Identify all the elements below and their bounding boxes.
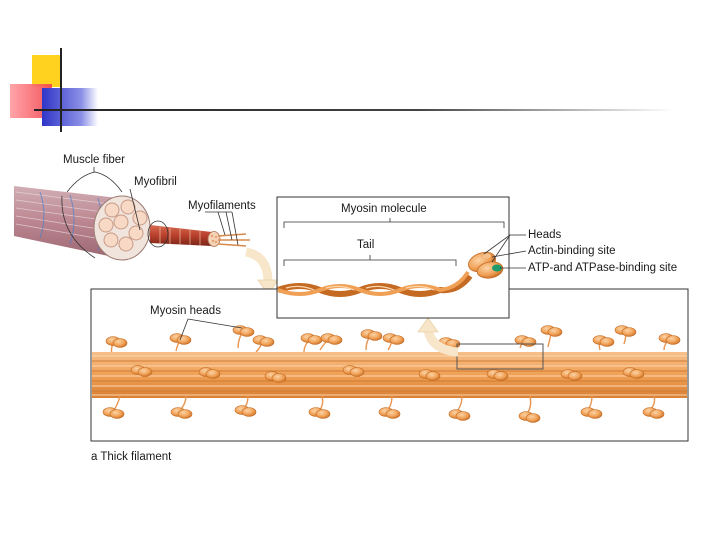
lower-myosin-heads [102, 395, 665, 423]
upper-myosin-heads [105, 325, 681, 355]
arrow-zoom-up [417, 317, 459, 357]
label-myosin-heads: Myosin heads [150, 305, 221, 317]
label-tail: Tail [357, 239, 375, 251]
label-myofilaments: Myofilaments [188, 200, 256, 212]
accent-yellow-square [32, 55, 62, 87]
arrow-to-molecule [244, 247, 279, 295]
muscle-fiber-leaders [61, 167, 239, 259]
label-actin-binding-site: Actin-binding site [528, 245, 616, 257]
label-muscle-fiber: Muscle fiber [63, 154, 125, 166]
figure-caption: a Thick filament [91, 451, 172, 463]
myosin-molecule-panel [276, 196, 527, 319]
label-atp-binding-site: ATP-and ATPase-binding site [528, 262, 678, 274]
label-myosin-molecule: Myosin molecule [341, 203, 427, 215]
label-heads: Heads [528, 229, 562, 241]
label-myofibril: Myofibril [134, 176, 177, 188]
filament-strands [92, 355, 687, 396]
accent-vertical-line [60, 48, 62, 132]
title-underline [34, 109, 674, 111]
accent-blue-square [42, 88, 98, 126]
zoom-selection-box [456, 343, 544, 370]
